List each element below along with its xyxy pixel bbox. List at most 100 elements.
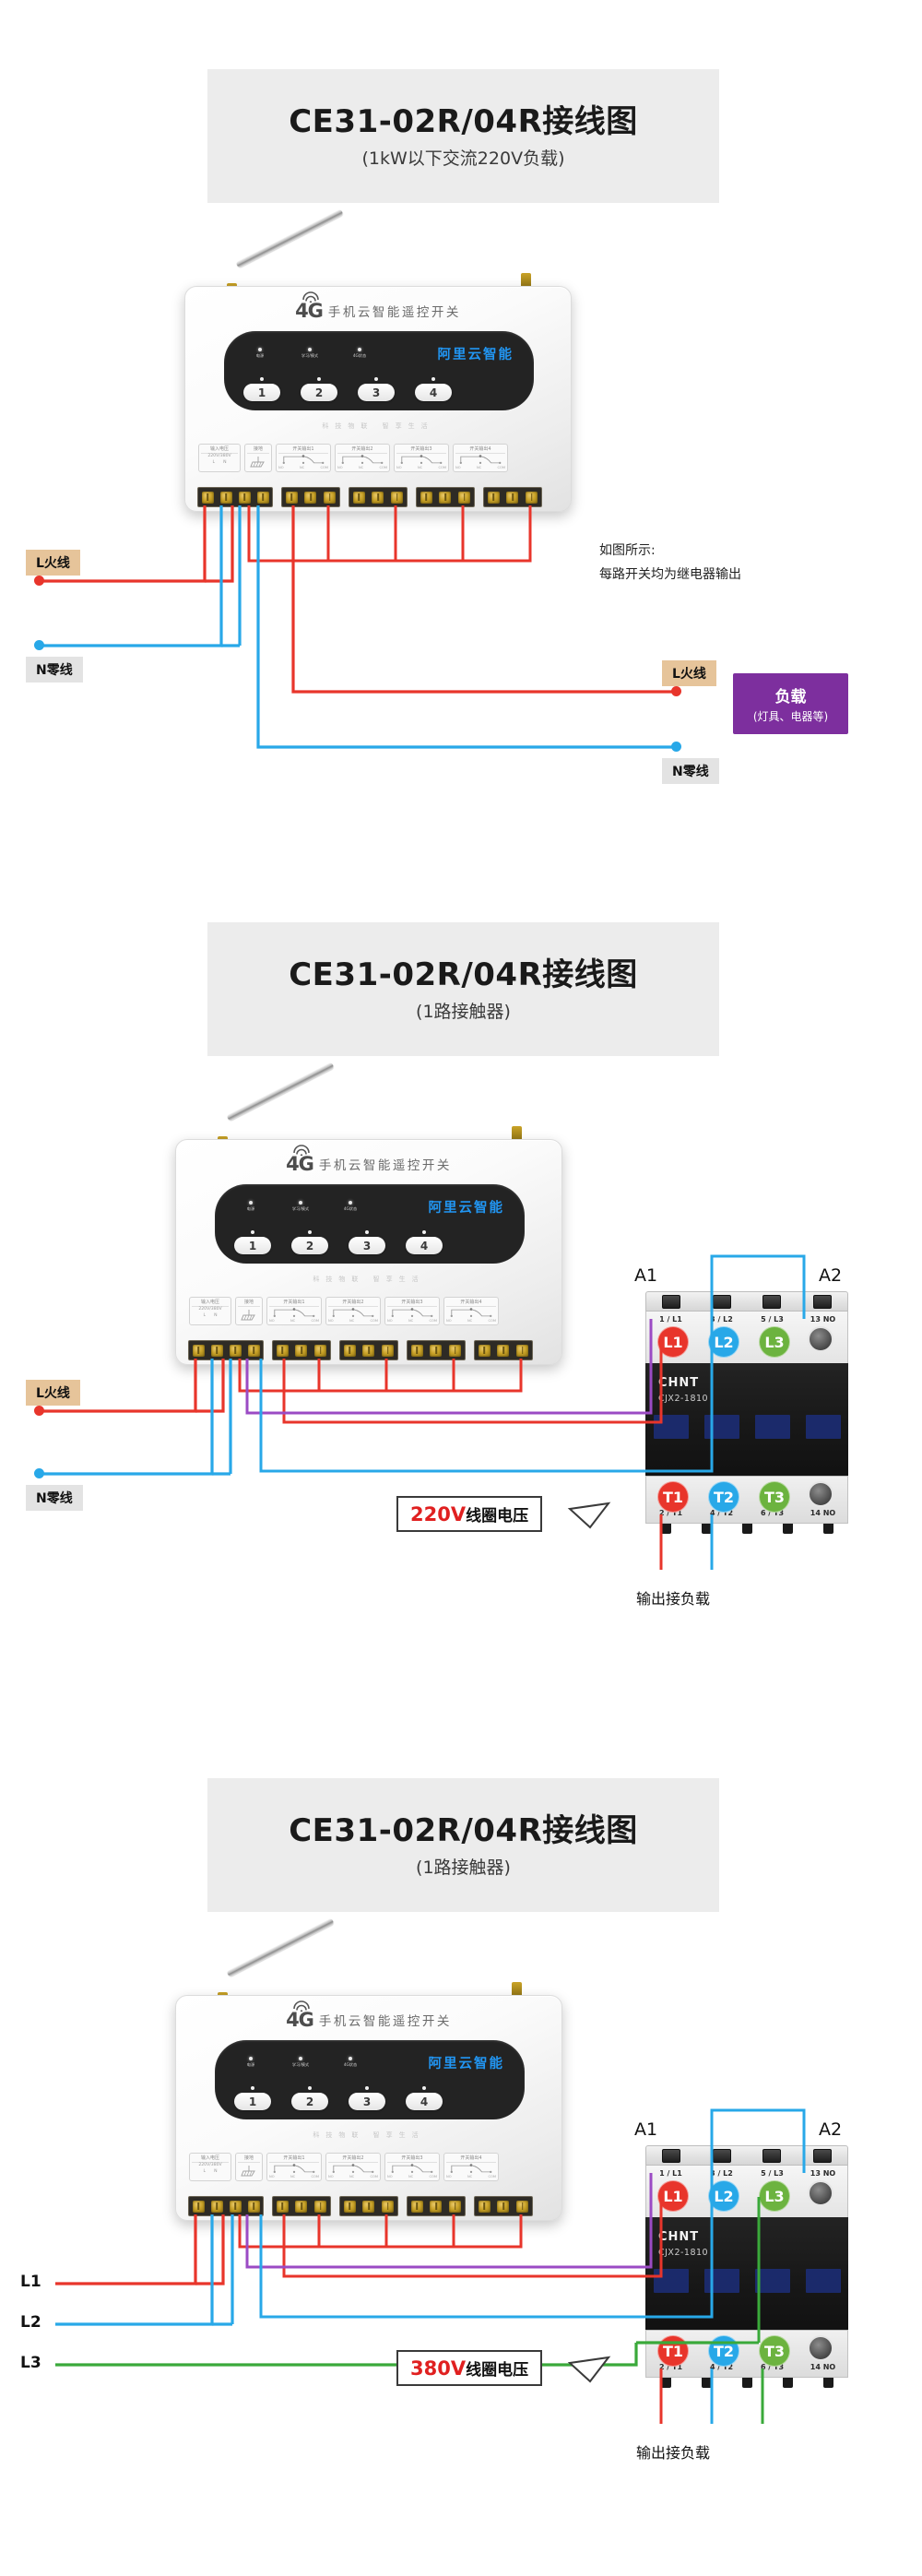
device-display-pill: 阿里云智能 电源 学习/模式 4G状态 1 [224, 331, 534, 410]
screw-terminal-icon[interactable] [247, 1344, 260, 1357]
screw-terminal-icon[interactable] [372, 491, 384, 504]
screw-terminal-icon[interactable] [256, 491, 269, 504]
screw-terminal-block-out4[interactable] [483, 487, 542, 507]
channel-button-label[interactable]: 1 [234, 2093, 271, 2110]
screw-terminal-icon[interactable] [352, 491, 365, 504]
brand-4g-label: 4G [295, 291, 324, 322]
channel-button-3[interactable]: 3 [338, 1230, 396, 1254]
screw-terminal-icon[interactable] [314, 2200, 327, 2213]
channel-button-3[interactable]: 3 [348, 377, 405, 401]
screw-terminal-icon[interactable] [497, 1344, 510, 1357]
screw-terminal-block-out3[interactable] [407, 1340, 466, 1360]
channel-button-2[interactable]: 2 [281, 1230, 338, 1254]
screw-terminal-icon[interactable] [458, 491, 471, 504]
screw-terminal-icon[interactable] [516, 2200, 529, 2213]
channel-button-label[interactable]: 4 [415, 384, 452, 401]
legend-input-voltage: 输入电压 220V/380V L N [189, 2153, 231, 2181]
screw-terminal-icon[interactable] [478, 2200, 491, 2213]
channel-button-label[interactable]: 4 [406, 2093, 443, 2110]
screw-terminal-block-power[interactable] [197, 487, 273, 507]
channel-button-label[interactable]: 2 [301, 384, 337, 401]
screw-terminal-icon[interactable] [192, 1344, 205, 1357]
screw-terminal-block-out1[interactable] [272, 2196, 331, 2216]
screw-terminal-icon[interactable] [526, 491, 538, 504]
screw-terminal-icon[interactable] [295, 1344, 308, 1357]
screw-terminal-block-out1[interactable] [281, 487, 340, 507]
screw-terminal-icon[interactable] [210, 1344, 223, 1357]
channel-button-4[interactable]: 4 [396, 2086, 453, 2110]
channel-button-label[interactable]: 2 [291, 1237, 328, 1254]
screw-terminal-icon[interactable] [410, 1344, 423, 1357]
screw-terminal-icon[interactable] [410, 2200, 423, 2213]
screw-terminal-icon[interactable] [420, 491, 432, 504]
channel-button-label[interactable]: 1 [234, 1237, 271, 1254]
screw-terminal-block-out3[interactable] [407, 2196, 466, 2216]
screw-terminal-icon[interactable] [516, 1344, 529, 1357]
screw-terminal-icon[interactable] [497, 2200, 510, 2213]
screw-terminal-icon[interactable] [247, 2200, 260, 2213]
channel-button-label[interactable]: 3 [349, 2093, 385, 2110]
legend-pin: N [223, 459, 227, 465]
screw-terminal-icon[interactable] [487, 491, 500, 504]
screw-terminal-icon[interactable] [449, 1344, 462, 1357]
channel-button-label[interactable]: 4 [406, 1237, 443, 1254]
channel-button-2[interactable]: 2 [290, 377, 348, 401]
phase-dot-l2: L2 [708, 1326, 739, 1358]
screw-terminal-icon[interactable] [201, 491, 214, 504]
screw-terminal-icon[interactable] [430, 1344, 443, 1357]
antenna-connector-icon [512, 1982, 522, 1998]
screw-terminal-block-power[interactable] [188, 2196, 264, 2216]
screw-terminal-block-out3[interactable] [416, 487, 475, 507]
screw-terminal-icon[interactable] [506, 491, 519, 504]
wire-com-out4 [463, 505, 532, 563]
channel-button-label[interactable]: 1 [243, 384, 280, 401]
channel-button-4[interactable]: 4 [396, 1230, 453, 1254]
screw-terminal-icon[interactable] [276, 1344, 289, 1357]
channel-button-1[interactable]: 1 [224, 2086, 281, 2110]
phase-dot-l1: L1 [657, 1326, 689, 1358]
wire-com-out3 [396, 505, 465, 563]
screw-terminal-block-out1[interactable] [272, 1340, 331, 1360]
screw-terminal-icon[interactable] [229, 1344, 242, 1357]
screw-terminal-icon[interactable] [391, 491, 404, 504]
screw-terminal-icon[interactable] [285, 491, 298, 504]
screw-terminal-icon[interactable] [295, 2200, 308, 2213]
screw-terminal-icon[interactable] [276, 2200, 289, 2213]
screw-terminal-icon[interactable] [362, 1344, 375, 1357]
screw-terminal-block-out2[interactable] [339, 1340, 398, 1360]
screw-terminal-icon[interactable] [324, 491, 337, 504]
screw-terminal-icon[interactable] [478, 1344, 491, 1357]
led-label: 4G状态 [343, 1206, 358, 1211]
screw-terminal-icon[interactable] [439, 491, 452, 504]
channel-button-1[interactable]: 1 [233, 377, 290, 401]
screw-terminal-icon[interactable] [229, 2200, 242, 2213]
channel-button-3[interactable]: 3 [338, 2086, 396, 2110]
channel-button-label[interactable]: 3 [349, 1237, 385, 1254]
screw-terminal-block-out2[interactable] [339, 2196, 398, 2216]
screw-terminal-icon[interactable] [449, 2200, 462, 2213]
screw-terminal-block-out4[interactable] [474, 2196, 533, 2216]
screw-terminal-icon[interactable] [238, 491, 251, 504]
contactor-clamp-icon [762, 2148, 782, 2163]
screw-terminal-block-power[interactable] [188, 1340, 264, 1360]
channel-button-label[interactable]: 2 [291, 2093, 328, 2110]
screw-terminal-icon[interactable] [343, 1344, 356, 1357]
screw-terminal-icon[interactable] [430, 2200, 443, 2213]
screw-terminal-icon[interactable] [343, 2200, 356, 2213]
screw-terminal-block-out2[interactable] [349, 487, 408, 507]
screw-terminal-icon[interactable] [382, 2200, 395, 2213]
screw-terminal-icon[interactable] [362, 2200, 375, 2213]
screw-terminal-icon[interactable] [314, 1344, 327, 1357]
contactor-clamp-icon [662, 1294, 681, 1309]
channel-button-1[interactable]: 1 [224, 1230, 281, 1254]
screw-terminal-block-out4[interactable] [474, 1340, 533, 1360]
screw-terminal-icon[interactable] [210, 2200, 223, 2213]
channel-button-2[interactable]: 2 [281, 2086, 338, 2110]
channel-button-label[interactable]: 3 [358, 384, 395, 401]
channel-button-4[interactable]: 4 [405, 377, 462, 401]
screw-terminal-icon[interactable] [192, 2200, 205, 2213]
screw-terminal-icon[interactable] [304, 491, 317, 504]
screw-terminal-icon[interactable] [382, 1344, 395, 1357]
legend-pin: COM [370, 1319, 378, 1323]
screw-terminal-icon[interactable] [219, 491, 232, 504]
